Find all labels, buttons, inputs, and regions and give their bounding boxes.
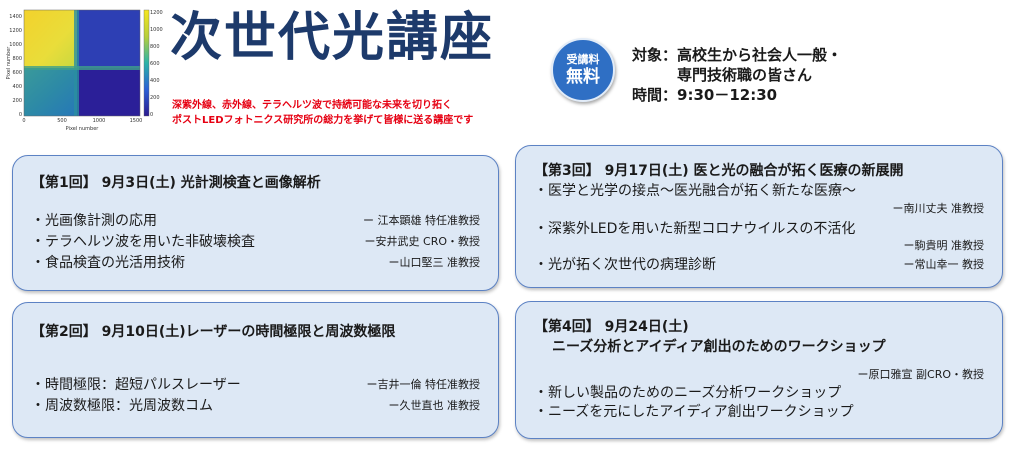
heatmap-quadrant-bottom-left bbox=[24, 68, 77, 116]
heatmap-boundary-vertical bbox=[74, 10, 79, 116]
session-lecturer: ー常山幸一 教授 bbox=[903, 258, 985, 271]
subtitle-line: ポストLEDフォトニクス研究所の総力を挙げて皆様に送る講座です bbox=[172, 115, 474, 126]
session-topic: ・医学と光学の接点～医光融合が拓く新たな医療～ bbox=[534, 183, 856, 199]
session-topic: ・新しい製品のためのニーズ分析ワークショップ bbox=[534, 385, 842, 401]
colorbar-tick: 600 bbox=[150, 61, 160, 67]
y-tick: 800 bbox=[12, 56, 22, 62]
target-label: 対象： bbox=[632, 46, 678, 64]
y-ticks: 1400 1200 1000 800 600 400 200 0 bbox=[9, 14, 22, 118]
colorbar-tick: 1000 bbox=[150, 27, 163, 33]
session-lecturer: ー原口雅宣 副CRO・教授 bbox=[857, 368, 984, 381]
session-topic: ・テラヘルツ波を用いた非破壊検査 bbox=[31, 234, 255, 250]
session-lecturer: ー 江本顕雄 特任准教授 bbox=[363, 214, 480, 227]
session-box-1: 【第1回】 9月3日(土) 光計測検査と画像解析 ・光画像計測の応用 ー 江本顕… bbox=[12, 155, 499, 291]
colorbar-tick: 1200 bbox=[150, 10, 163, 16]
x-axis-label: Pixel number bbox=[66, 126, 100, 132]
session-topic: ・光画像計測の応用 bbox=[31, 213, 157, 229]
x-ticks: 0 500 1000 1500 bbox=[22, 118, 142, 124]
heatmap-quadrant-top-right bbox=[77, 10, 140, 68]
session-lecturer: ー吉井一倫 特任准教授 bbox=[366, 378, 481, 391]
x-tick: 1500 bbox=[130, 118, 143, 124]
session-box-2: 【第2回】 9月10日(土)レーザーの時間極限と周波数極限 ・時間極限：超短パル… bbox=[12, 302, 499, 438]
session-title: 【第2回】 9月10日(土)レーザーの時間極限と周波数極限 bbox=[31, 324, 396, 340]
session-topic: ・深紫外LEDを用いた新型コロナウイルスの不活化 bbox=[534, 221, 856, 237]
target-value: 高校生から社会人一般・ bbox=[677, 46, 843, 64]
session-topic: ・光が拓く次世代の病理診断 bbox=[534, 257, 716, 273]
colorbar-tick: 0 bbox=[150, 112, 153, 118]
time-line: 時間：9:30－12:30 bbox=[632, 85, 842, 105]
target-line: 対象：高校生から社会人一般・ bbox=[632, 45, 842, 65]
y-tick: 200 bbox=[12, 98, 22, 104]
session-topic: ・食品検査の光活用技術 bbox=[31, 255, 185, 271]
session-topic: ・時間極限：超短パルスレーザー bbox=[31, 377, 241, 393]
y-tick: 400 bbox=[12, 84, 22, 90]
target-line-2: 専門技術職の皆さん bbox=[677, 66, 813, 84]
audience-time-info: 対象：高校生から社会人一般・ 専門技術職の皆さん 時間：9:30－12:30 bbox=[632, 45, 842, 105]
colorbar-tick: 800 bbox=[150, 44, 160, 50]
y-tick: 600 bbox=[12, 70, 22, 76]
x-tick: 500 bbox=[57, 118, 67, 124]
y-tick: 1000 bbox=[9, 42, 22, 48]
session-title: 【第4回】 9月24日(土) bbox=[534, 319, 689, 335]
subtitle-line: 深紫外線、赤外線、テラヘルツ波で持続可能な未来を切り拓く bbox=[172, 100, 452, 111]
free-fee-badge: 受講料 無料 bbox=[551, 38, 615, 102]
time-value: 9:30－12:30 bbox=[677, 86, 778, 104]
heatmap-boundary-horizontal bbox=[24, 66, 140, 70]
session-title-line-2: ニーズ分析とアイディア創出のためのワークショップ bbox=[552, 339, 886, 355]
session-lecturer: ー南川丈夫 准教授 bbox=[892, 202, 985, 215]
session-title: 【第1回】 9月3日(土) 光計測検査と画像解析 bbox=[31, 175, 321, 191]
subtitle: 深紫外線、赤外線、テラヘルツ波で持続可能な未来を切り拓く ポストLEDフォトニク… bbox=[172, 98, 473, 128]
heatmap-frame bbox=[23, 9, 141, 117]
x-tick: 1000 bbox=[93, 118, 106, 124]
y-tick: 0 bbox=[19, 112, 22, 118]
heatmap-quadrant-top-left bbox=[24, 10, 77, 68]
colorbar-tick: 200 bbox=[150, 95, 160, 101]
session-box-3: 【第3回】 9月17日(土) 医と光の融合が拓く医療の新展開 ・医学と光学の接点… bbox=[515, 145, 1003, 288]
time-label: 時間： bbox=[632, 86, 678, 104]
session-topic: ・ニーズを元にしたアイディア創出ワークショップ bbox=[534, 404, 854, 420]
heatmap-svg: Pixel number Pixel number 1400 1200 1000… bbox=[6, 9, 163, 132]
session-lecturer: ー駒貴明 准教授 bbox=[903, 239, 985, 252]
session-lecturer: ー安井武史 CRO・教授 bbox=[364, 235, 480, 248]
session-topic: ・周波数極限：光周波数コム bbox=[31, 398, 213, 414]
heatmap-plot bbox=[23, 9, 141, 117]
session-lecturer: ー久世直也 准教授 bbox=[388, 399, 481, 412]
badge-label: 受講料 bbox=[566, 53, 600, 66]
colorbar-tick: 400 bbox=[150, 78, 160, 84]
colorbar bbox=[143, 9, 150, 117]
badge-value: 無料 bbox=[566, 67, 600, 87]
y-axis-label: Pixel number bbox=[6, 46, 12, 80]
session-lecturer: ー山口堅三 准教授 bbox=[388, 256, 481, 269]
y-tick: 1200 bbox=[9, 28, 22, 34]
heatmap-figure: Pixel number Pixel number 1400 1200 1000… bbox=[4, 4, 163, 132]
page-title: 次世代光講座 bbox=[170, 8, 495, 68]
colorbar-ticks: 1200 1000 800 600 400 200 0 bbox=[150, 10, 163, 118]
y-tick: 1400 bbox=[9, 14, 22, 20]
session-title: 【第3回】 9月17日(土) 医と光の融合が拓く医療の新展開 bbox=[534, 163, 904, 179]
session-box-4: 【第4回】 9月24日(土) ニーズ分析とアイディア創出のためのワークショップ … bbox=[515, 301, 1003, 439]
heatmap-quadrant-bottom-right bbox=[77, 68, 140, 116]
x-tick: 0 bbox=[22, 118, 25, 124]
